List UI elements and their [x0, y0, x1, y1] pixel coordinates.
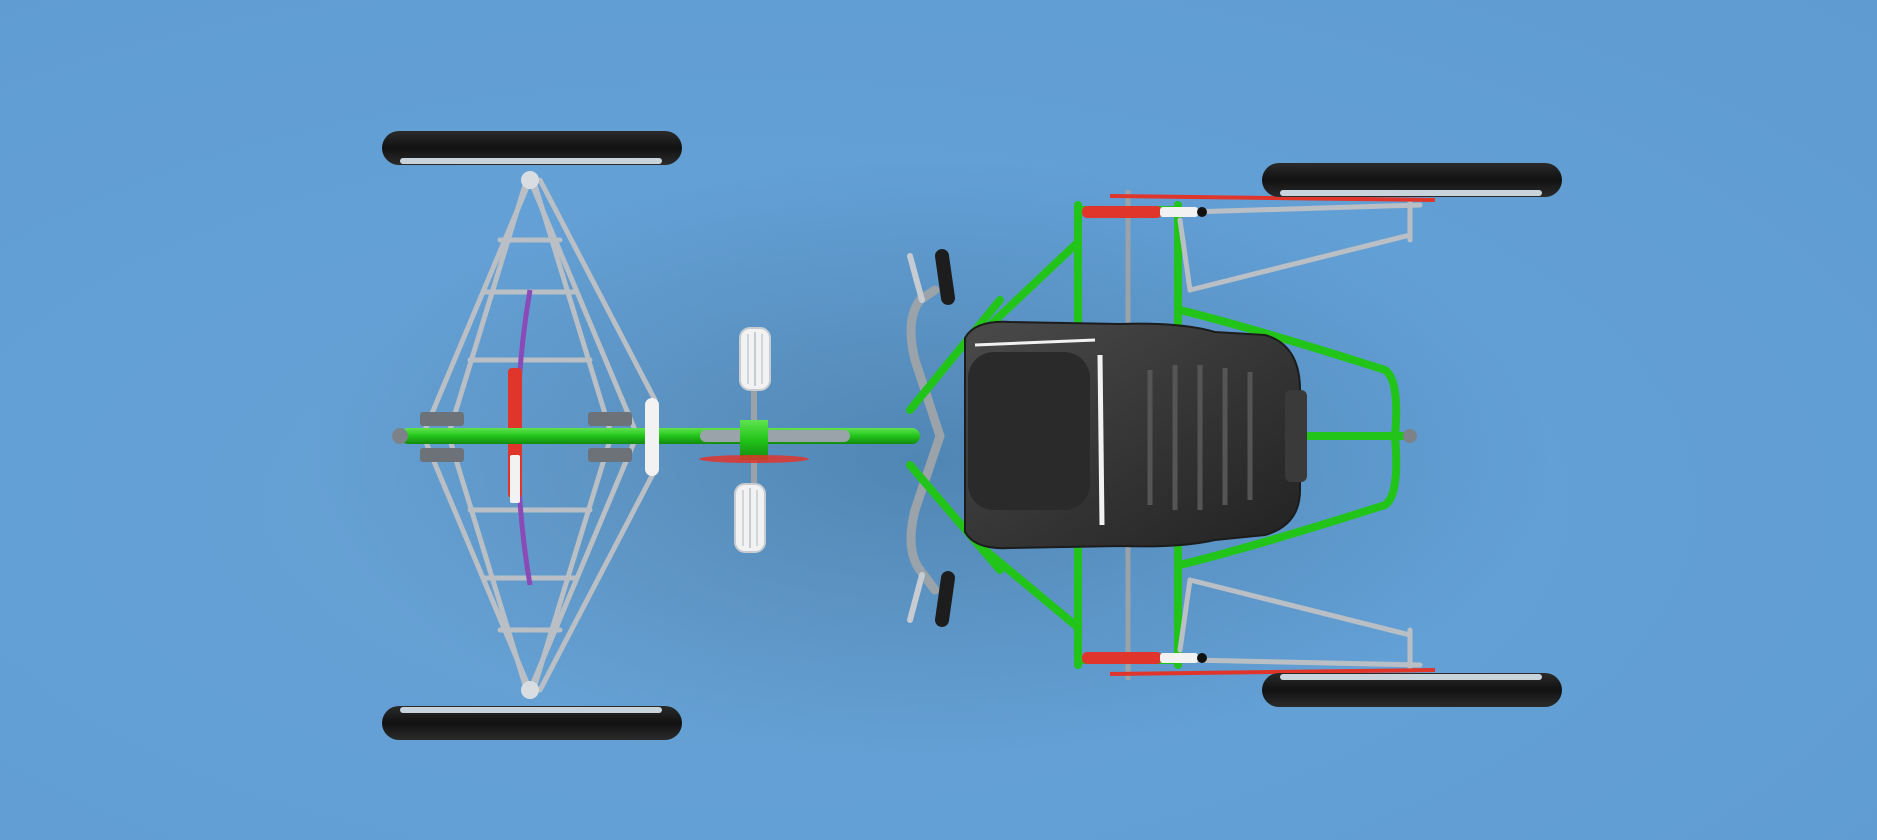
brake-lever-right [907, 572, 925, 623]
seat [964, 320, 1307, 550]
brake-lever-left [907, 253, 925, 303]
left-grip [935, 249, 955, 305]
rear-wheel-top [1262, 163, 1562, 197]
seat-cushion [968, 352, 1090, 510]
seat-rail [1097, 354, 1105, 526]
seat-headrest [1285, 390, 1307, 482]
rear-end-cap [1403, 429, 1417, 443]
spine-sleeve [700, 430, 850, 442]
handlebar [906, 249, 955, 627]
right-grip [935, 571, 955, 627]
front-shock-spring [510, 455, 520, 503]
rear-suspension-arms [1177, 197, 1423, 673]
rear-wheel-bottom [1262, 673, 1562, 707]
front-wheel-bottom [382, 681, 682, 740]
spine-bracket [645, 398, 659, 476]
pedal-crank [699, 327, 809, 553]
front-fork-truss [422, 177, 658, 693]
chainring [699, 455, 809, 463]
pedal-top [739, 327, 771, 391]
spine-end-cap [392, 428, 408, 444]
front-pivot-blocks [420, 412, 632, 462]
front-wheel-top [382, 131, 682, 189]
rear-shocks [1082, 194, 1436, 676]
pedal-bottom [734, 483, 766, 553]
seat-back-ribs [1147, 365, 1253, 510]
